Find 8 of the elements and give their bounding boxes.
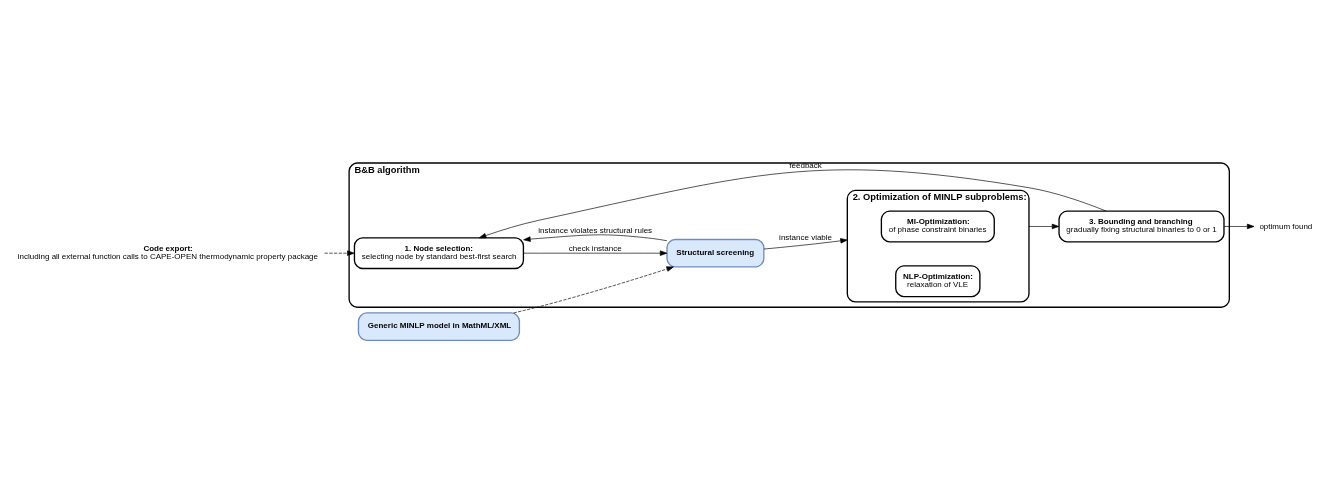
arrow xyxy=(1223,223,1255,229)
arrow xyxy=(763,237,848,249)
arrow xyxy=(1028,223,1060,229)
arrow xyxy=(523,234,668,242)
arrow xyxy=(523,250,668,256)
arrow xyxy=(513,265,674,313)
arrow xyxy=(479,168,1107,238)
arrow xyxy=(324,250,355,256)
